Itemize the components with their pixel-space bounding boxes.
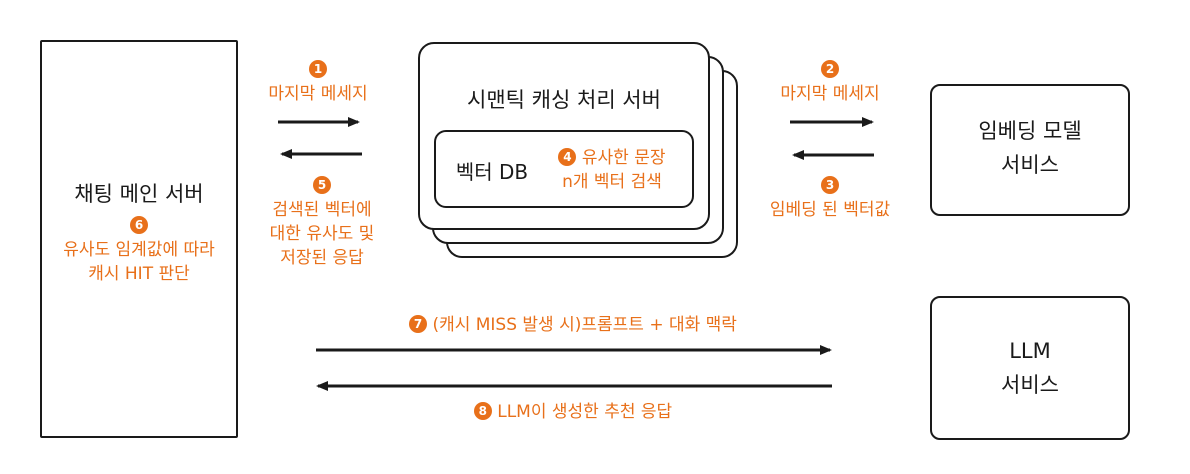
step8-label: 8 LLM이 생성한 추천 응답 (316, 400, 830, 424)
step4-line1: 유사한 문장 (581, 148, 666, 168)
embedding-line2: 서비스 (1001, 153, 1059, 177)
embedding-line1: 임베딩 모델 (978, 119, 1082, 143)
step8-badge: 8 (473, 402, 492, 420)
step3-badge: 3 (821, 176, 839, 194)
llm-service-title: LLM 서비스 (930, 334, 1130, 402)
step4-line2: n개 벡터 검색 (562, 172, 662, 192)
chat-server-title: 채팅 메인 서버 (74, 182, 204, 206)
embedding-service-title: 임베딩 모델 서비스 (930, 114, 1130, 182)
chat-main-server-box (40, 40, 238, 438)
step2-text: 마지막 메세지 (780, 84, 880, 104)
step5-line3: 저장된 응답 (280, 248, 364, 268)
step6-badge: 6 (130, 216, 148, 234)
step5-label: 5 검색된 벡터에 대한 유사도 및 저장된 응답 (250, 174, 394, 270)
vector-db-label: 벡터 DB (455, 160, 529, 184)
llm-line1: LLM (1009, 339, 1051, 363)
semantic-server-title: 시맨틱 캐싱 처리 서버 (467, 88, 661, 112)
step4-label: 4 유사한 문장 n개 벡터 검색 (544, 146, 680, 194)
step8-text: LLM이 생성한 추천 응답 (497, 402, 673, 422)
step1-label: 1 마지막 메세지 (258, 58, 378, 106)
step7-text: (캐시 MISS 발생 시)프롬프트 + 대화 맥락 (432, 315, 737, 335)
step7-badge: 7 (409, 315, 428, 333)
llm-line2: 서비스 (1001, 373, 1059, 397)
step1-text: 마지막 메세지 (268, 84, 368, 104)
step6-line2: 캐시 HIT 판단 (88, 264, 190, 284)
step6-line1: 유사도 임계값에 따라 (63, 240, 215, 260)
llm-service-box (930, 296, 1130, 440)
step4-badge: 4 (558, 148, 577, 166)
step1-badge: 1 (309, 60, 327, 78)
embedding-service-box (930, 84, 1130, 216)
step3-text: 임베딩 된 벡터값 (769, 200, 891, 220)
step5-line2: 대한 유사도 및 (269, 224, 375, 244)
step5-line1: 검색된 벡터에 (272, 200, 372, 220)
step5-badge: 5 (313, 176, 331, 194)
step2-badge: 2 (821, 60, 839, 78)
step7-label: 7 (캐시 MISS 발생 시)프롬프트 + 대화 맥락 (316, 313, 830, 337)
step3-label: 3 임베딩 된 벡터값 (752, 174, 908, 222)
step6-label: 6 유사도 임계값에 따라 캐시 HIT 판단 (40, 214, 238, 286)
vector-db-box (434, 130, 694, 208)
step2-label: 2 마지막 메세지 (766, 58, 894, 106)
